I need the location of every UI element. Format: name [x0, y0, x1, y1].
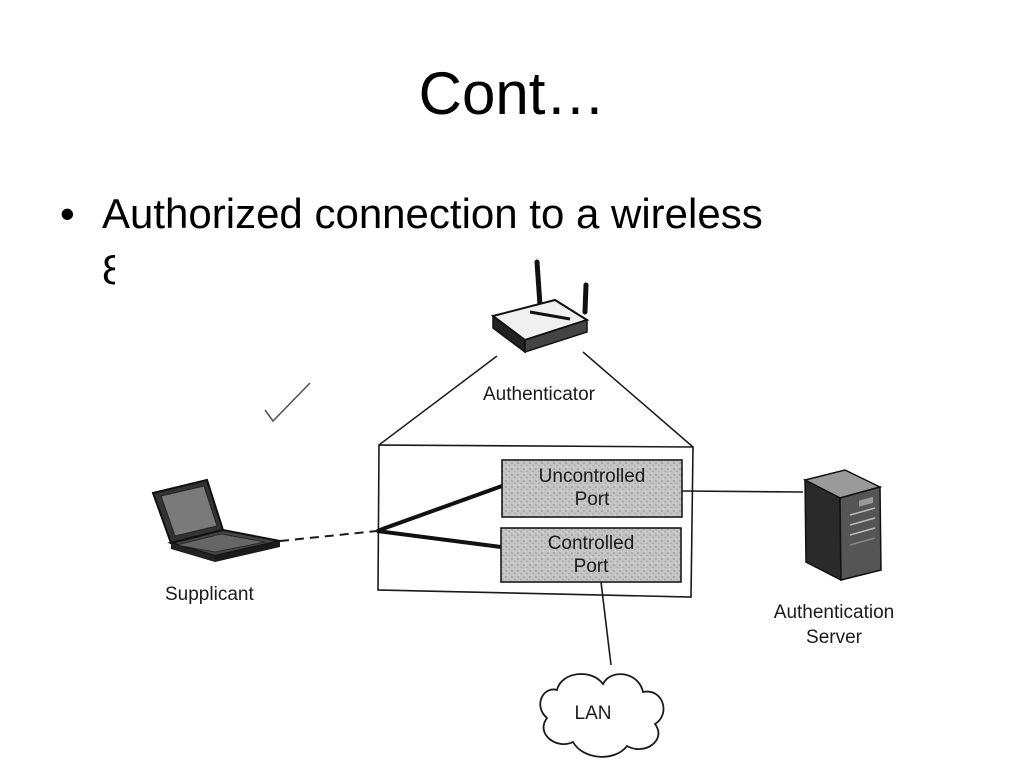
- bullet-text-line: Authorized connection to a wireless: [102, 190, 763, 237]
- controlled-port-label-line1: Controlled: [548, 533, 635, 554]
- lan-label: LAN: [575, 703, 612, 724]
- supplicant-label: Supplicant: [165, 584, 254, 605]
- network-diagram: Authenticator Uncontrolled Port Controll…: [115, 240, 915, 768]
- lan-link: [600, 581, 612, 666]
- authenticator-label: Authenticator: [483, 384, 596, 405]
- server-link: [681, 490, 804, 493]
- controlled-port: Controlled Port: [500, 527, 682, 583]
- laptop-icon: [151, 478, 281, 562]
- uncontrolled-port: Uncontrolled Port: [501, 459, 683, 518]
- slide-title: Cont…: [418, 60, 606, 127]
- uncontrolled-port-label-line1: Uncontrolled: [539, 466, 646, 487]
- controlled-port-label-line2: Port: [574, 556, 610, 577]
- wireless-link: [279, 530, 378, 542]
- cloud-icon: [539, 673, 665, 758]
- wireless-access-point-icon: [490, 259, 590, 354]
- authenticator-link-left: [378, 355, 498, 446]
- bullet-dot: •: [60, 190, 75, 237]
- checkmark-icon: [264, 382, 311, 423]
- auth-server-label-line2: Server: [806, 627, 863, 648]
- uncontrolled-port-label-line2: Port: [575, 489, 611, 510]
- link-to-uncontrolled-port: [376, 484, 503, 533]
- auth-server-label-line1: Authentication: [774, 602, 894, 623]
- link-to-controlled-port: [376, 529, 502, 549]
- bullet-item: Authorized connection to a wireless 8: [102, 186, 942, 298]
- authenticator-link-right: [582, 351, 694, 448]
- diagram-canvas: Authenticator Uncontrolled Port Controll…: [151, 259, 894, 758]
- server-tower-icon: [802, 469, 883, 582]
